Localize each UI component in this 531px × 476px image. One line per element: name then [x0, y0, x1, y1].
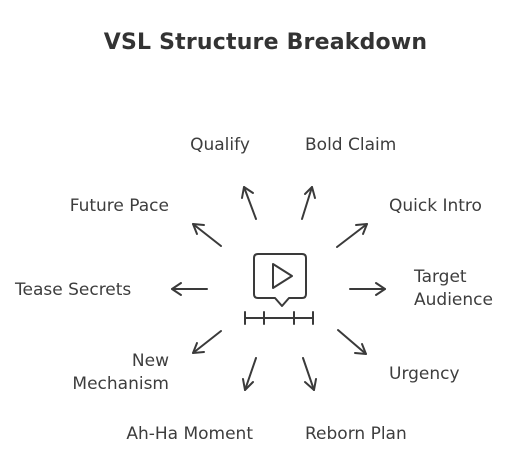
label-bold-claim: Bold Claim: [305, 135, 397, 155]
label-new-mechanism: New Mechanism: [72, 350, 169, 396]
label-target-audience-line2: Audience: [414, 290, 493, 310]
arrow-ah-ha-moment: [242, 357, 257, 391]
label-quick-intro: Quick Intro: [389, 196, 482, 216]
label-future-pace: Future Pace: [69, 196, 169, 216]
label-reborn-plan: Reborn Plan: [305, 424, 407, 444]
arrow-qualify: [241, 186, 257, 220]
arrow-reborn-plan: [302, 357, 317, 391]
label-tease-secrets: Tease Secrets: [15, 280, 132, 300]
label-new-mechanism-line1: New: [131, 351, 169, 371]
arrow-target-audience: [349, 282, 386, 296]
arrow-urgency: [337, 329, 367, 355]
diagram-title: VSL Structure Breakdown: [103, 30, 428, 55]
video-play-timeline-icon: [244, 253, 314, 325]
label-qualify: Qualify: [190, 135, 250, 155]
label-target-audience-line1: Target: [414, 267, 467, 287]
arrow-quick-intro: [336, 223, 368, 248]
label-urgency: Urgency: [389, 364, 460, 384]
arrow-future-pace: [192, 223, 222, 247]
arrow-new-mechanism: [192, 330, 222, 354]
label-new-mechanism-line2: Mechanism: [72, 374, 169, 394]
arrow-bold-claim: [301, 186, 316, 220]
arrow-tease-secrets: [171, 282, 208, 296]
label-ah-ha-moment: Ah-Ha Moment: [126, 424, 253, 444]
label-target-audience: Target Audience: [414, 266, 493, 312]
